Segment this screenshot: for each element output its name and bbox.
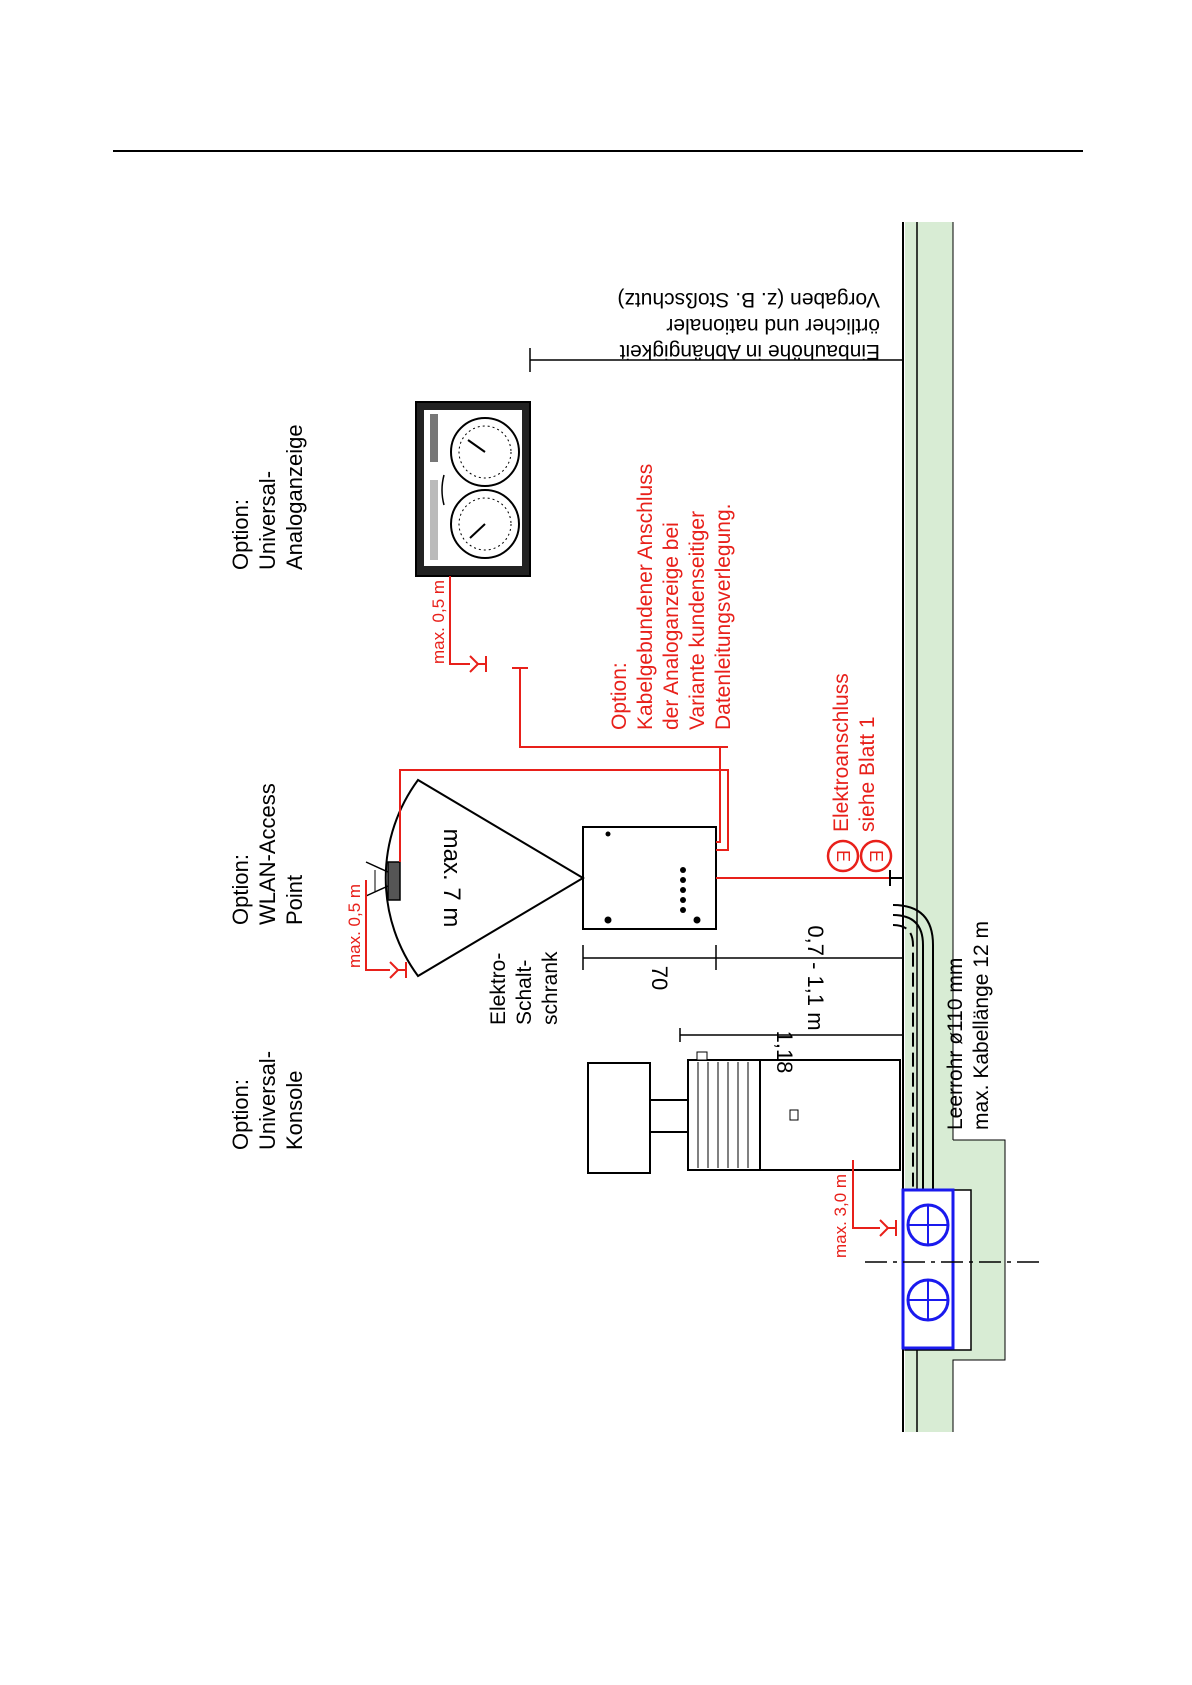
e-symbol-top bbox=[826, 839, 860, 873]
label-schaltschrank: Elektro- Schalt- schrank bbox=[487, 947, 562, 1025]
wlan-access-point-device bbox=[365, 861, 401, 901]
label-elektroanschluss: Elektroanschluss siehe Blatt 1 bbox=[830, 667, 879, 832]
label-max-05-wlan: max. 0,5 m bbox=[345, 884, 364, 968]
wlan-range-label: max. 7 m bbox=[438, 829, 465, 928]
label-option-wlan: Option: WLAN-Access Point bbox=[228, 777, 307, 925]
floor-socket bbox=[889, 870, 903, 886]
electrical-connection-symbols: E E bbox=[826, 839, 893, 873]
dim-118-label: 1,18 bbox=[772, 1031, 797, 1074]
console-body-lower bbox=[759, 1059, 901, 1171]
label-einbauhoehe: Einbauhöhe in Abhängigkeit örtlicher und… bbox=[614, 288, 880, 363]
console-neck bbox=[649, 1099, 689, 1133]
control-cabinet bbox=[582, 826, 717, 930]
cable-plugs bbox=[389, 655, 897, 1237]
label-option-kabel: Option: Kabelgebundener Anschluss der An… bbox=[608, 458, 735, 730]
console-body-upper bbox=[687, 1059, 761, 1171]
e-symbol-bottom bbox=[859, 839, 893, 873]
dimension-mount-height bbox=[716, 945, 904, 970]
conduit-pipe bbox=[892, 904, 934, 1195]
label-max-30: max. 3,0 m bbox=[831, 1174, 850, 1258]
wlan-range-sector bbox=[384, 778, 585, 978]
ground-step bbox=[952, 1139, 1006, 1432]
label-max-05-analog: max. 0,5 m bbox=[429, 580, 448, 664]
dim-height-label: 0,7 - 1,1 m bbox=[803, 925, 828, 1030]
console-display bbox=[587, 1062, 651, 1174]
dim-70-label: 70 bbox=[647, 966, 672, 990]
dimension-einbauhoehe bbox=[529, 348, 904, 372]
analog-display-device bbox=[415, 401, 531, 577]
label-option-analog: Option: Universal- Analoganzeige bbox=[228, 424, 307, 570]
header-rule bbox=[113, 150, 1083, 152]
dimension-console-height bbox=[679, 1028, 904, 1042]
svg-text:E: E bbox=[833, 850, 853, 862]
label-option-konsole: Option: Universal- Konsole bbox=[228, 1045, 307, 1150]
label-leerrohr: Leerrohr ø110 mm max. Kabellänge 12 m bbox=[944, 921, 993, 1130]
cabinet-body bbox=[582, 826, 717, 930]
pit-assembly bbox=[865, 1188, 1045, 1351]
svg-text:E: E bbox=[866, 850, 886, 862]
universal-console bbox=[587, 1051, 901, 1174]
